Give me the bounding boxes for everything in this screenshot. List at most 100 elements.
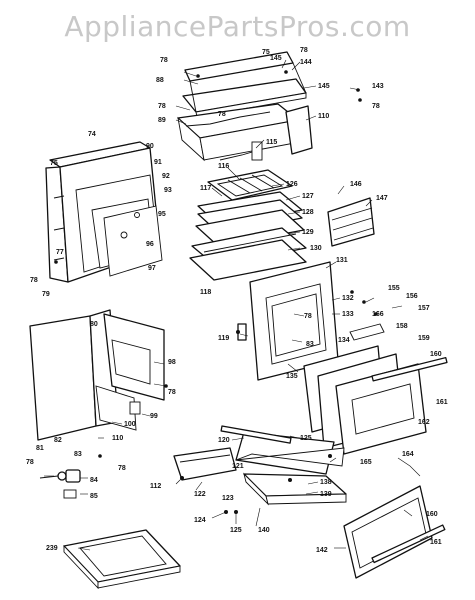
callout-159: 159 xyxy=(418,335,430,342)
door-assembly-part xyxy=(303,323,448,455)
callout-96: 96 xyxy=(146,241,154,248)
callout-78-d: 78 xyxy=(300,47,308,54)
left-side-panel-part xyxy=(45,141,163,283)
callout-78-b: 78 xyxy=(158,103,166,110)
callout-133: 133 xyxy=(342,311,354,318)
callout-145-a: 145 xyxy=(270,55,282,62)
callout-134: 134 xyxy=(338,337,350,344)
callout-98: 98 xyxy=(168,359,176,366)
callout-119: 119 xyxy=(218,335,229,342)
callout-124: 124 xyxy=(194,517,206,524)
callout-97: 97 xyxy=(148,265,156,272)
callout-139: 139 xyxy=(320,491,332,498)
callout-93: 93 xyxy=(164,187,172,194)
callout-78-i: 78 xyxy=(26,459,34,466)
callout-166: 166 xyxy=(372,311,384,318)
drawer-part xyxy=(173,425,347,506)
callout-75: 75 xyxy=(50,160,58,167)
callout-160-a: 160 xyxy=(430,351,442,358)
callout-112: 112 xyxy=(150,483,161,490)
callout-127: 127 xyxy=(302,193,314,200)
callout-82: 82 xyxy=(54,437,62,444)
door-frame-part xyxy=(237,261,339,381)
callout-92: 92 xyxy=(162,173,170,180)
callout-78-c: 78 xyxy=(218,111,226,118)
callout-138: 138 xyxy=(320,479,332,486)
callout-135: 135 xyxy=(286,373,298,380)
callout-88: 88 xyxy=(156,77,164,84)
callout-78-g: 78 xyxy=(304,313,312,320)
callout-126: 126 xyxy=(286,181,298,188)
callout-161-b: 161 xyxy=(430,539,442,546)
callout-78-f: 78 xyxy=(30,277,38,284)
callout-118: 118 xyxy=(200,289,211,296)
lower-side-panel-part xyxy=(29,309,165,441)
callout-239: 239 xyxy=(46,545,58,552)
callout-157: 157 xyxy=(418,305,430,312)
callout-110: 110 xyxy=(112,435,123,442)
callout-99: 99 xyxy=(150,413,158,420)
callout-142: 142 xyxy=(316,547,328,554)
callout-146: 146 xyxy=(350,181,362,188)
callout-75-top: 75 xyxy=(262,49,270,56)
callout-78-j: 78 xyxy=(118,465,126,472)
callout-164: 164 xyxy=(402,451,414,458)
callout-125-b: 125 xyxy=(230,527,242,534)
oven-racks-part xyxy=(189,169,307,281)
callout-161-a: 161 xyxy=(436,399,448,406)
callout-162: 162 xyxy=(418,419,430,426)
callout-144: 144 xyxy=(300,59,312,66)
callout-95: 95 xyxy=(158,211,166,218)
callout-115: 115 xyxy=(266,139,277,146)
callout-165: 165 xyxy=(360,459,372,466)
callout-78-h: 78 xyxy=(168,389,176,396)
callout-91: 91 xyxy=(154,159,162,166)
callout-131: 131 xyxy=(336,257,348,264)
callout-78-e: 78 xyxy=(372,103,380,110)
burner-box-part xyxy=(177,103,313,162)
callout-147: 147 xyxy=(376,195,388,202)
callout-labels: 75 78 88 78 89 78 145 78 144 145 143 78 … xyxy=(26,47,448,554)
callout-85: 85 xyxy=(90,493,98,500)
callout-100: 100 xyxy=(124,421,136,428)
valve-part xyxy=(39,469,81,499)
drawer-front-part xyxy=(343,485,446,579)
callout-77: 77 xyxy=(56,249,64,256)
broiler-pan-part xyxy=(63,529,181,590)
callout-145-b: 145 xyxy=(318,83,330,90)
callout-158: 158 xyxy=(396,323,408,330)
callout-117: 117 xyxy=(200,185,211,192)
callout-156: 156 xyxy=(406,293,418,300)
callout-130: 130 xyxy=(310,245,322,252)
callout-155: 155 xyxy=(388,285,400,292)
callout-89: 89 xyxy=(158,117,166,124)
callout-78-a: 78 xyxy=(160,57,168,64)
side-shield-part xyxy=(327,197,375,247)
leader-lines xyxy=(44,59,429,551)
callout-143: 143 xyxy=(372,83,384,90)
callout-128: 128 xyxy=(302,209,314,216)
callout-123: 123 xyxy=(222,495,234,502)
fastener-dots xyxy=(54,70,378,514)
callout-90: 90 xyxy=(146,143,154,150)
callout-122: 122 xyxy=(194,491,206,498)
callout-120: 120 xyxy=(218,437,230,444)
callout-116: 116 xyxy=(218,163,229,170)
callout-81: 81 xyxy=(36,445,44,452)
callout-125-a: 125 xyxy=(300,435,312,442)
callout-79: 79 xyxy=(42,291,50,298)
callout-80: 80 xyxy=(90,321,98,328)
callout-140: 140 xyxy=(258,527,270,534)
callout-83-a: 83 xyxy=(306,341,314,348)
callout-84: 84 xyxy=(90,477,98,484)
callout-121: 121 xyxy=(232,463,244,470)
callout-132: 132 xyxy=(342,295,354,302)
top-panel-part xyxy=(182,51,307,118)
callout-129: 129 xyxy=(302,229,314,236)
callout-83-b: 83 xyxy=(74,451,82,458)
callout-74: 74 xyxy=(88,131,96,138)
callout-160-b: 160 xyxy=(426,511,438,518)
callout-110-top: 110 xyxy=(318,113,329,120)
